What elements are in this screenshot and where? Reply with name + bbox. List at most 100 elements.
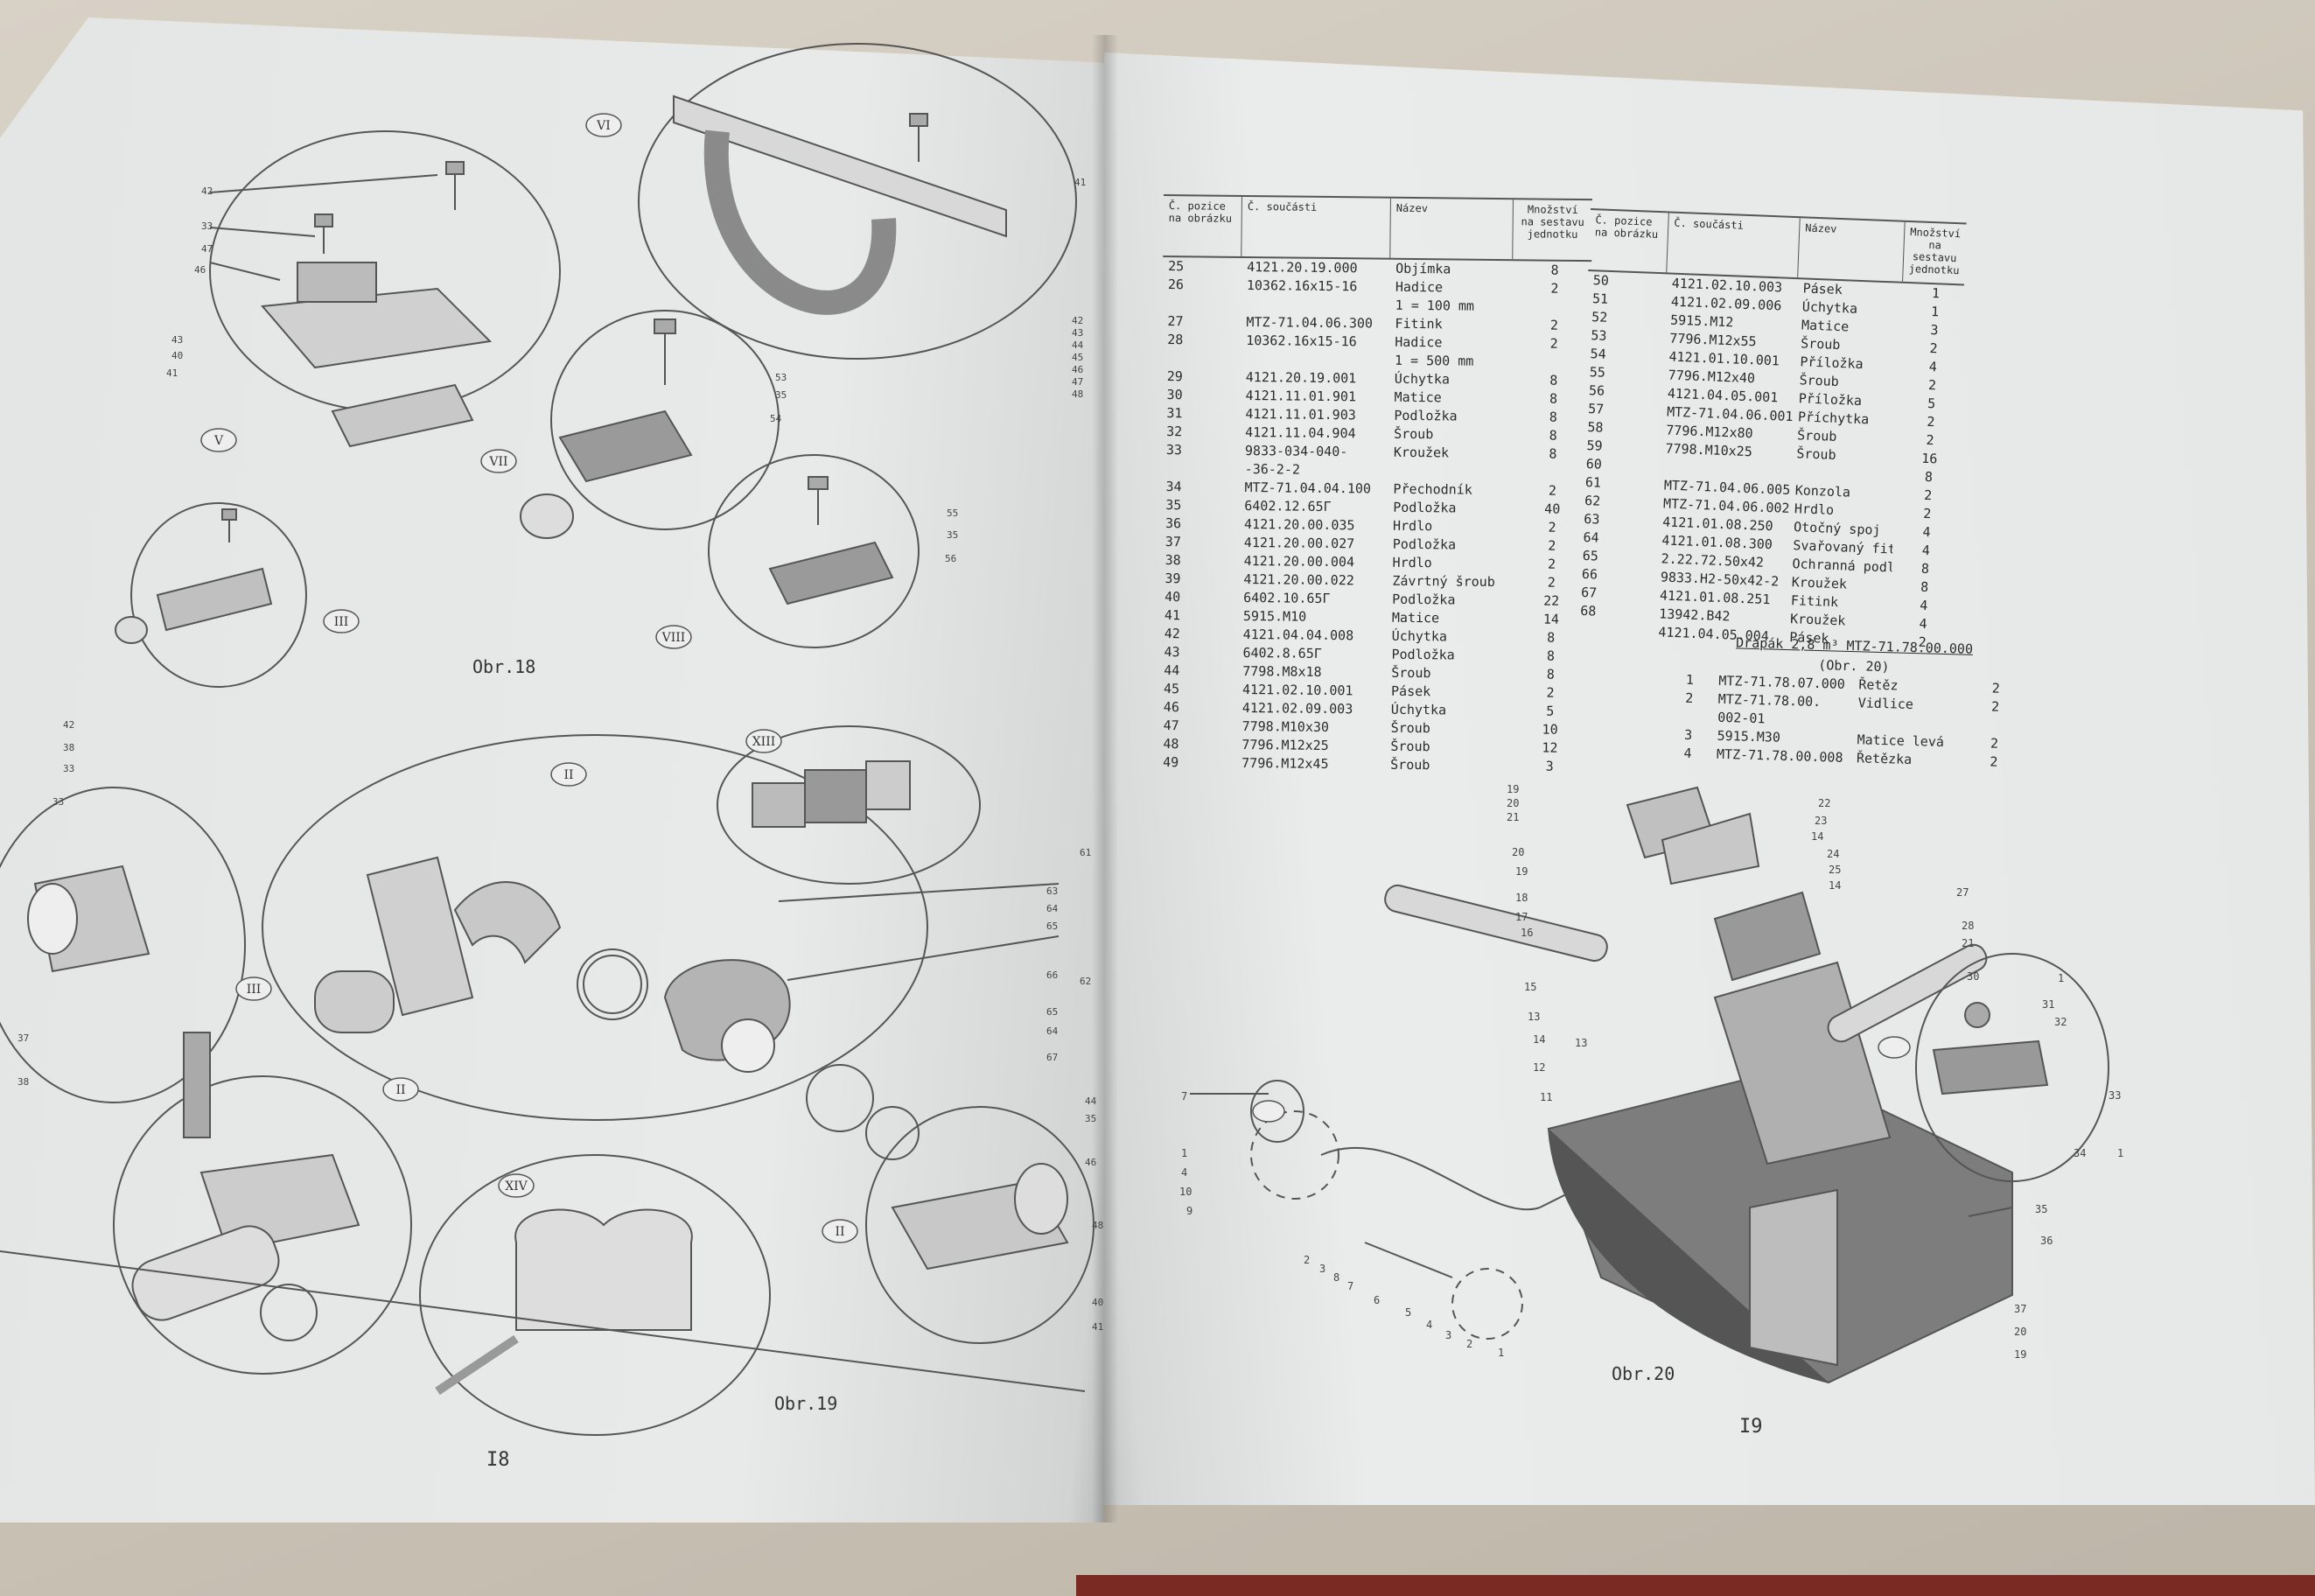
detail-circle-vi (638, 43, 1077, 360)
callout: 48 (1072, 388, 1083, 400)
cell-name: Přechodník (1393, 480, 1472, 498)
roman-label: VIII (661, 631, 686, 645)
callout: 10 (1179, 1186, 1192, 1198)
roman-label: XIV (505, 1180, 528, 1194)
callout: 15 (1524, 981, 1536, 993)
table-header: Č. pozice na obrázku Č. součásti Název M… (1163, 194, 1592, 262)
cell-quantity: 2 (1549, 317, 1559, 333)
callout: 1 (2117, 1147, 2123, 1159)
callout: 14 (1533, 1033, 1545, 1046)
cell-quantity: 2 (1548, 482, 1557, 499)
callout: 12 (1533, 1061, 1545, 1074)
cell-quantity: 16 (1920, 450, 1938, 467)
cell-part-number: 4121.20.00.004 (1243, 552, 1355, 570)
book-gutter (1092, 35, 1118, 1522)
cell-position: 36 (1164, 515, 1182, 532)
callout: 41 (1074, 177, 1086, 188)
callout: 62 (1080, 976, 1091, 987)
page-number-right: I9 (1739, 1416, 1763, 1438)
cell-name: Šroub (1391, 664, 1431, 682)
detail-circle-v (209, 130, 561, 412)
callout: 24 (1827, 848, 1839, 860)
cell-position: 49 (1163, 754, 1179, 771)
callout: 47 (201, 243, 213, 255)
cell-quantity: 2 (1546, 684, 1555, 701)
callout: 4 (1426, 1319, 1432, 1331)
callout: 17 (1515, 911, 1528, 923)
cell-part-number: 10362.16x15-16 (1246, 277, 1358, 295)
cell-quantity: 2 (1549, 335, 1558, 352)
callout: 1 (2058, 972, 2064, 984)
cell-quantity: 1 (1930, 304, 1940, 320)
cell-part-number: 4121.11.01.901 (1245, 387, 1357, 405)
open-book (0, 70, 2315, 1596)
detail-circle-i (1915, 953, 2109, 1182)
cell-quantity: 4 (1919, 615, 1927, 633)
fig19-label: Obr.19 (774, 1393, 838, 1414)
callout: 35 (1085, 1113, 1096, 1124)
detail-circle-ii-c (865, 1106, 1095, 1344)
cell-name: Podložka (1392, 591, 1456, 608)
callout: 44 (1072, 340, 1084, 351)
callout: 21 (1962, 937, 1974, 949)
cell-position (1162, 349, 1241, 368)
cell-quantity (1511, 463, 1590, 482)
cell-part-number: 4121.02.09.003 (1241, 699, 1353, 718)
cell-position: 45 (1163, 681, 1180, 697)
cell-quantity: 8 (1549, 372, 1558, 388)
cell-part-number: 5915.M10 (1242, 607, 1307, 625)
callout: 46 (1085, 1157, 1096, 1168)
cell-name: Šroub (1390, 719, 1430, 737)
cell-quantity: 3 (1930, 322, 1939, 339)
callout: 54 (770, 413, 782, 424)
roman-label: V (213, 434, 224, 448)
cell-part-number: MTZ-71.04.06.300 (1246, 313, 1374, 332)
cell-part-number (1241, 350, 1389, 370)
cell-position: 42 (1164, 626, 1180, 642)
fig18-label: Obr.18 (472, 656, 536, 677)
cell-quantity: 8 (1549, 409, 1557, 425)
callout: 22 (1818, 797, 1830, 809)
callout: 6 (1374, 1294, 1380, 1306)
detail-circle-xiii (717, 725, 981, 885)
callout: 33 (63, 763, 74, 774)
callout: 64 (1046, 1026, 1059, 1037)
cell-position (1574, 620, 1654, 641)
roman-label: VI (596, 119, 611, 133)
strap-drawing (673, 94, 1007, 238)
callout: 3 (1319, 1263, 1325, 1275)
cell-name: Pásek (1390, 682, 1431, 700)
cell-part-number: 7796.M12x45 (1241, 754, 1329, 773)
cell-quantity: 8 (1920, 560, 1930, 578)
callout: 21 (1507, 811, 1519, 823)
cell-quantity: 2 (1927, 376, 1937, 394)
cell-name: Fitink (1395, 315, 1443, 332)
callout: 18 (1515, 892, 1528, 904)
cell-position: 31 (1166, 405, 1183, 422)
callout: 28 (1962, 920, 1974, 932)
detail-circle-iii (130, 502, 307, 688)
roman-label: III (247, 983, 262, 997)
cell-position: 29 (1166, 368, 1183, 385)
cell-position (1163, 294, 1241, 313)
cell-part-number: 6402.10.65Г (1243, 589, 1331, 607)
cell-position: 48 (1163, 736, 1179, 752)
cell-quantity: 2 (1927, 413, 1935, 430)
cell-quantity: 3 (1545, 758, 1554, 774)
cell-name: Matice (1394, 388, 1442, 406)
callout: 56 (945, 553, 956, 564)
cell-position: 28 (1167, 332, 1184, 348)
cell-name: Hadice (1395, 333, 1443, 351)
cell-position: 4 (1683, 745, 1692, 761)
cell-quantity: 4 (1922, 523, 1931, 541)
cell-part-number: 4121.20.19.000 (1247, 259, 1358, 276)
cell-quantity: 2 (1926, 431, 1934, 449)
callout: 55 (947, 508, 958, 519)
callout: 25 (1829, 864, 1841, 876)
callout: 41 (1092, 1321, 1103, 1333)
callout: 33 (2109, 1089, 2121, 1102)
parts-table-left: Č. pozice na obrázku Č. součásti Název M… (1158, 194, 1592, 776)
cell-quantity: 2 (1991, 680, 2001, 696)
